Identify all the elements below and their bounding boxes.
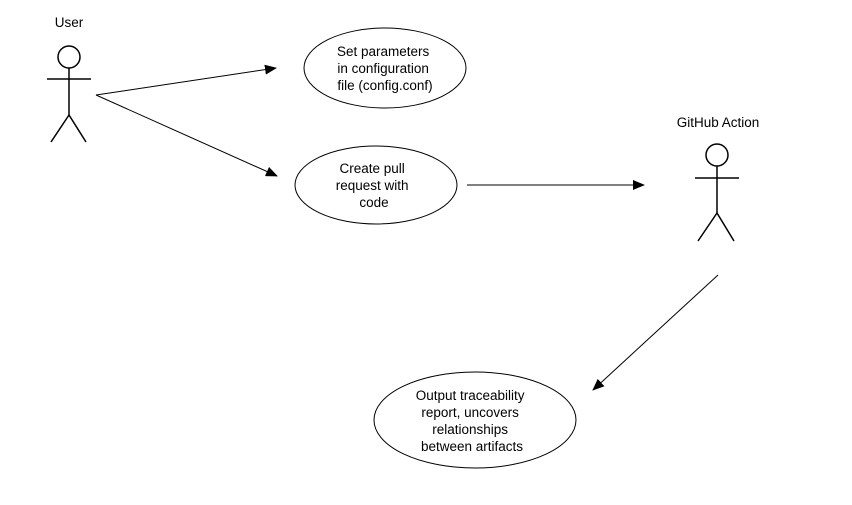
use-case-create-pull-request: Create pull request with code <box>294 145 458 225</box>
use-case-output-report-line-2: report, uncovers <box>421 405 519 420</box>
arrow-user-to-create-pull-request <box>95 94 278 177</box>
use-case-output-report-label: Output traceability report, uncovers rel… <box>416 388 529 454</box>
use-case-output-report-line-3: relationships <box>432 422 508 437</box>
use-case-create-pull-request-line-3: code <box>359 195 388 210</box>
user-stick-figure-icon <box>47 45 91 143</box>
use-case-output-report-line-4: between artifacts <box>421 439 523 454</box>
use-case-set-parameters-label: Set parameters in configuration file (co… <box>337 44 433 93</box>
github-action-actor: GitHub Action <box>677 115 760 242</box>
user-actor: User <box>47 15 91 143</box>
use-case-set-parameters-line-3: file (config.conf) <box>337 78 432 93</box>
use-case-output-report: Output traceability report, uncovers rel… <box>373 371 577 469</box>
use-case-set-parameters: Set parameters in configuration file (co… <box>303 27 467 109</box>
use-case-create-pull-request-label: Create pull request with code <box>336 161 413 210</box>
github-action-stick-figure-icon <box>695 143 739 242</box>
use-case-set-parameters-line-1: Set parameters <box>337 44 430 59</box>
use-case-create-pull-request-line-1: Create pull <box>339 161 404 176</box>
github-action-actor-label: GitHub Action <box>677 115 760 130</box>
use-case-output-report-line-1: Output traceability <box>416 388 525 403</box>
user-actor-label: User <box>55 15 84 30</box>
use-case-set-parameters-line-2: in configuration <box>337 61 429 76</box>
arrow-user-to-set-parameters <box>95 64 277 96</box>
arrow-github-action-to-output-report <box>592 274 719 391</box>
use-case-create-pull-request-line-2: request with <box>336 178 409 193</box>
